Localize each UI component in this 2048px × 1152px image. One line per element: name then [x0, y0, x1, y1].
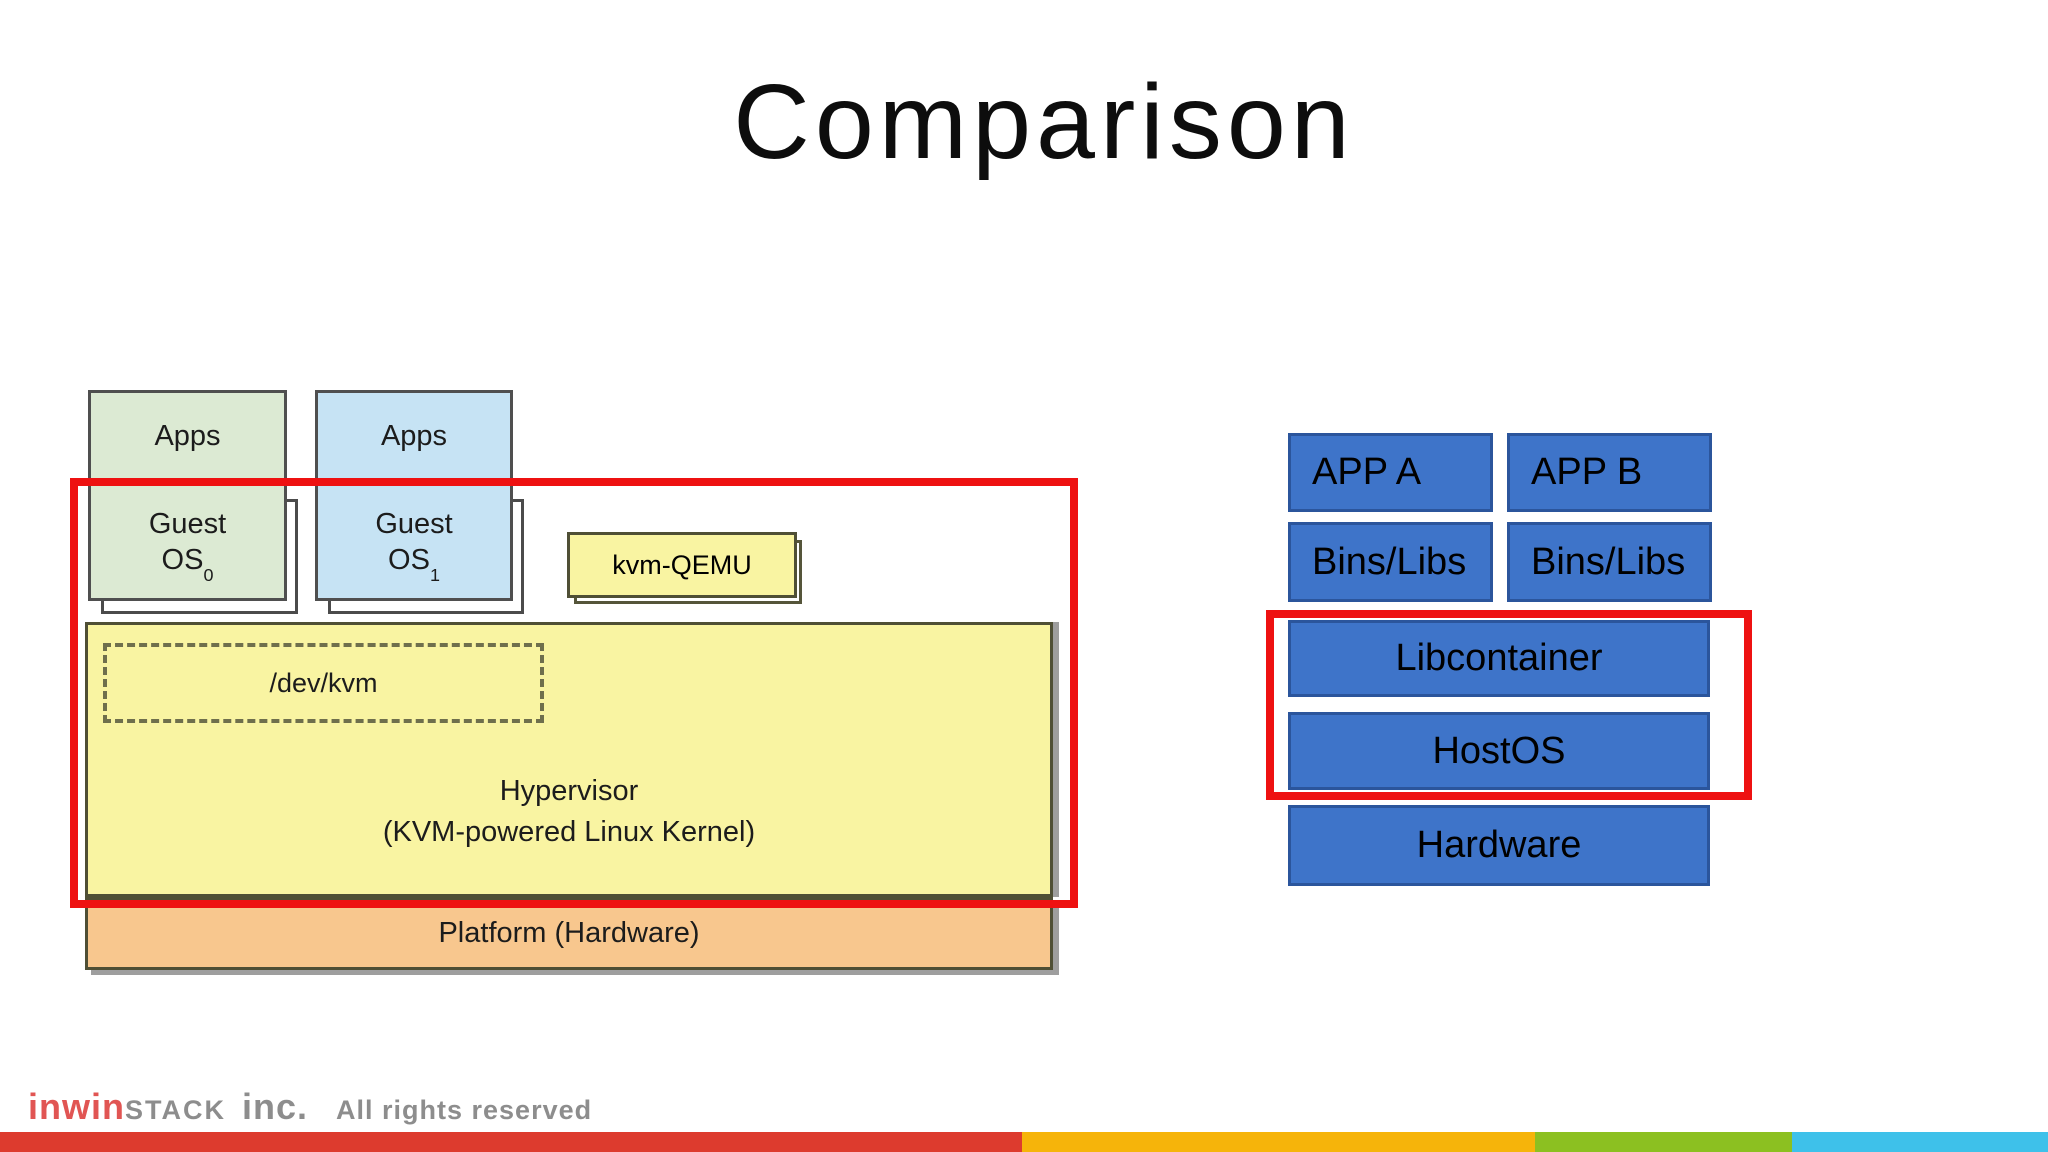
container-bins-libs-left-label: Bins/Libs — [1312, 540, 1467, 583]
container-bins-libs-left-box: Bins/Libs — [1288, 522, 1493, 602]
kvm-apps-blue-label: Apps — [380, 420, 448, 453]
dev-kvm-label: /dev/kvm — [269, 667, 378, 698]
container-bins-libs-right-box: Bins/Libs — [1507, 522, 1712, 602]
container-hostos-label: HostOS — [1432, 729, 1566, 772]
highlight-rect-containers — [1266, 610, 1752, 800]
container-app-b-label: APP B — [1531, 451, 1643, 493]
container-hostos-box: HostOS — [1288, 712, 1710, 790]
logo-inwin-text: inwin — [28, 1086, 125, 1127]
stripe-segment-green — [1535, 1132, 1792, 1152]
logo-inc-text: inc. — [242, 1086, 309, 1127]
platform-hardware-label: Platform (Hardware) — [438, 917, 700, 949]
container-app-a-label: APP A — [1312, 451, 1422, 493]
platform-hardware-box: Platform (Hardware) — [85, 897, 1053, 970]
bottom-color-stripe — [0, 1132, 2048, 1152]
container-libcontainer-label: Libcontainer — [1395, 637, 1603, 679]
kvm-apps-blue-box: Apps — [315, 390, 513, 483]
container-libcontainer-box: Libcontainer — [1288, 620, 1710, 697]
container-app-a-box: APP A — [1288, 433, 1493, 512]
stripe-segment-blue — [1792, 1132, 2048, 1152]
container-hardware-box: Hardware — [1288, 805, 1710, 886]
kvm-qemu-label: kvm-QEMU — [612, 549, 752, 580]
dev-kvm-dashed-box: /dev/kvm — [103, 643, 544, 723]
container-bins-libs-right-label: Bins/Libs — [1531, 540, 1686, 583]
slide-title: Comparison — [733, 63, 1355, 181]
logo-stack-text: STACK — [125, 1095, 226, 1125]
kvm-apps-green-box: Apps — [88, 390, 287, 483]
copyright-text: All rights reserved — [336, 1095, 593, 1125]
stripe-segment-amber — [1022, 1132, 1535, 1152]
inwinstack-logo: inwin STACK inc. All rights reserved — [28, 1086, 592, 1128]
container-app-b-box: APP B — [1507, 433, 1712, 512]
kvm-apps-green-label: Apps — [154, 420, 221, 453]
hypervisor-box: /dev/kvm Hypervisor (KVM-powered Linux K… — [85, 622, 1053, 897]
hypervisor-label: Hypervisor (KVM-powered Linux Kernel) — [382, 775, 756, 848]
highlight-rect-kvm — [70, 478, 1078, 908]
container-hardware-label: Hardware — [1416, 824, 1582, 866]
stripe-segment-red — [0, 1132, 1022, 1152]
